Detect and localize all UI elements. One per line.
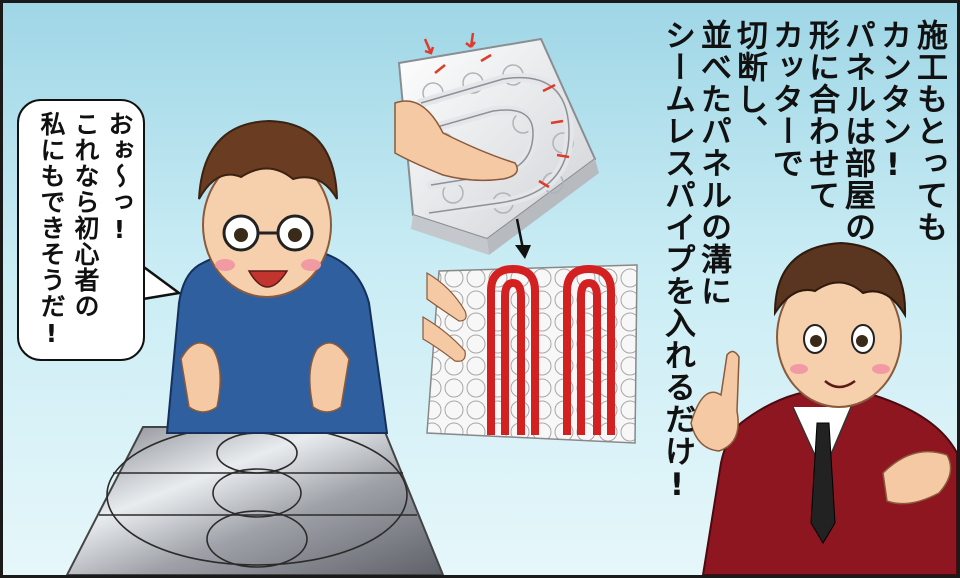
narration-line-4: 形に合わせて	[803, 19, 839, 211]
pipe-layout-illustration	[422, 264, 638, 444]
narration-line-6: 切断し、	[731, 19, 767, 147]
panel-install-illustration	[394, 32, 599, 255]
man-with-glasses	[165, 119, 389, 434]
speech-bubble-tail	[139, 263, 181, 301]
metal-floor-panel	[65, 424, 445, 575]
narration-line-2: カンタン!	[875, 19, 911, 184]
narration-line-3: パネルは部屋の	[839, 19, 875, 243]
speech-line-1: おぉ〜っ!	[105, 111, 134, 245]
down-arrow-icon	[515, 218, 531, 259]
illustration	[65, 32, 957, 575]
speech-line-3: 私にもできそうだ!	[37, 111, 66, 349]
narration-line-1: 施工もとっても	[911, 19, 947, 243]
speech-line-2: これなら初心者の	[71, 111, 100, 319]
narration-line-5: カッターで	[767, 19, 803, 179]
man-in-red-suit	[690, 241, 957, 575]
narration-line-7: 並べたパネルの溝に	[695, 19, 731, 307]
speech-bubble	[17, 99, 145, 361]
narration-line-8: シームレスパイプを入れるだけ!	[659, 19, 695, 504]
